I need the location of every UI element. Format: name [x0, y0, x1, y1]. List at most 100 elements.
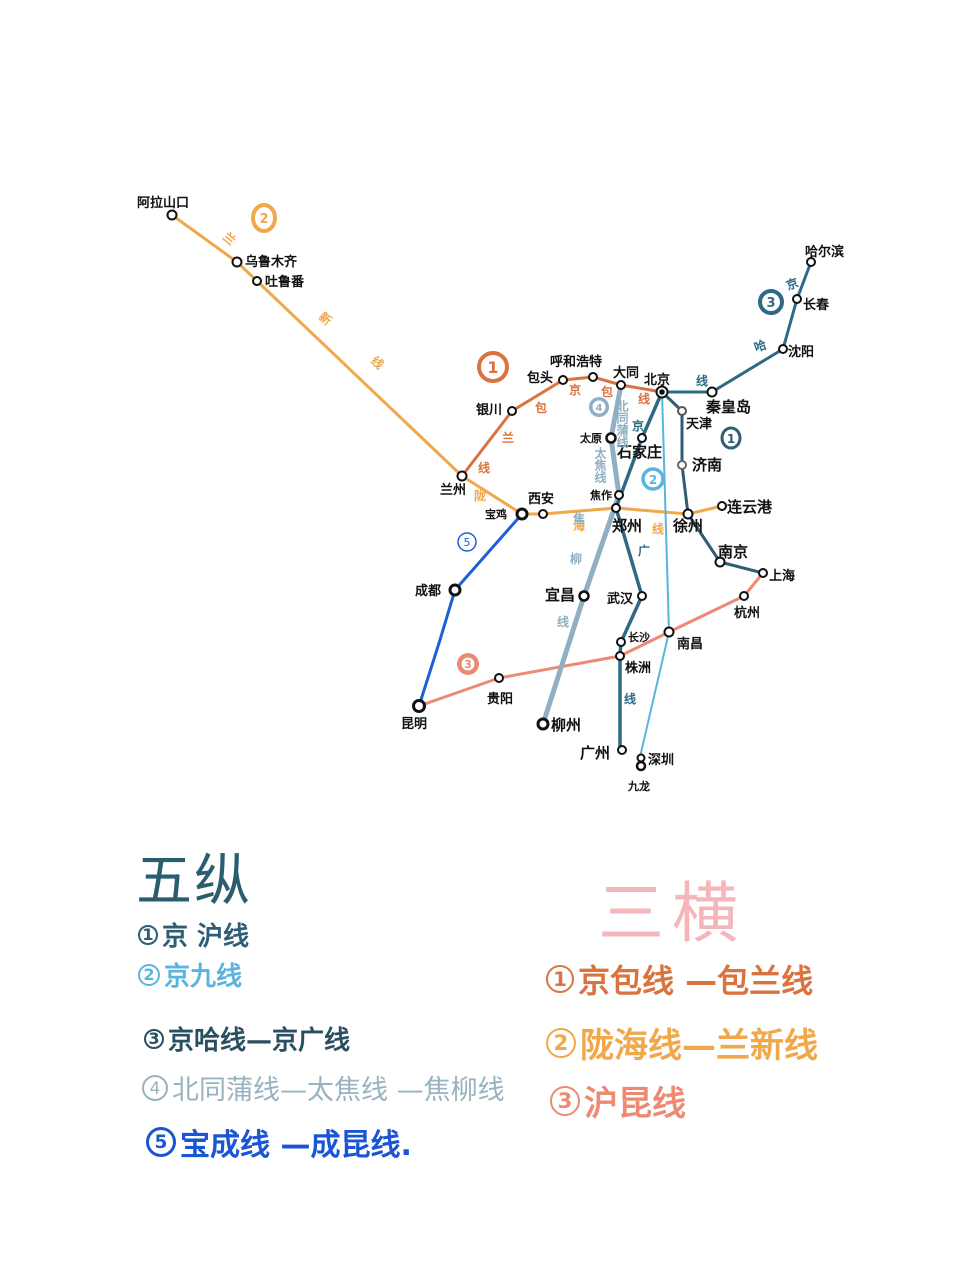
station-guangzhou	[617, 745, 627, 755]
label-kowloon: 九龙	[627, 779, 650, 793]
label-yichang: 宜昌	[545, 586, 575, 604]
label-jingbao-3: 线	[638, 391, 650, 406]
label-baolan-2: 兰	[502, 430, 514, 445]
station-liuzhou	[536, 717, 550, 731]
label-hohhot: 呼和浩特	[550, 354, 602, 370]
legend-heng-item-2: 2 陇海线—兰新线	[546, 1018, 818, 1067]
label-kunming: 昆明	[401, 716, 427, 732]
label-urumqi: 乌鲁木齐	[245, 254, 298, 270]
station-hohhot	[588, 372, 598, 382]
label-shenyang: 沈阳	[788, 344, 814, 360]
badge-heng-2: 2	[251, 203, 277, 233]
badge-zong-2: 2	[641, 467, 665, 491]
svg-text:3: 3	[766, 296, 775, 311]
label-longhai-2: 海	[573, 518, 585, 533]
num-badge-icon: 5	[146, 1127, 176, 1157]
legend-label: 京 沪线	[162, 922, 250, 952]
label-jingguang-3: 线	[624, 691, 636, 706]
label-changsha: 长沙	[628, 630, 650, 644]
legend-zong-item-4: 4 北同蒲线—太焦线 —焦柳线	[142, 1068, 505, 1107]
badge-zong-1: 1	[720, 426, 742, 450]
station-qinhuangdao	[706, 386, 718, 398]
line-jingbao-baolan	[460, 375, 664, 478]
label-jingguang-2: 广	[638, 543, 650, 558]
station-beijing-dot	[659, 389, 665, 395]
label-wuhan: 武汉	[607, 591, 634, 607]
label-jiaoliu-1: 焦	[572, 511, 585, 526]
station-turpan	[252, 276, 262, 286]
station-wuhan	[637, 591, 647, 601]
label-jingha-1: 京	[784, 275, 800, 293]
label-jingguang-1: 京	[632, 418, 644, 433]
station-lanzhou	[456, 470, 468, 482]
station-xuzhou	[682, 508, 694, 520]
label-lanxin-3: 线	[368, 353, 387, 372]
station-yinchuan	[507, 406, 517, 416]
label-nanchang: 南昌	[677, 636, 703, 652]
label-beijing: 北京	[644, 372, 670, 388]
station-datong	[616, 380, 626, 390]
legend-label: 京九线	[164, 962, 243, 992]
label-alashankou: 阿拉山口	[137, 195, 189, 211]
num-badge-icon: 3	[144, 1028, 164, 1049]
railway-map: 阿拉山口 乌鲁木齐 吐鲁番 兰州 银川 包头 呼和浩特 大同 北京 天津 秦皇岛…	[137, 195, 844, 793]
label-jiaozuo: 焦作	[589, 488, 612, 502]
label-taijiao: 太焦线	[593, 446, 607, 484]
line-hukun	[417, 571, 765, 708]
station-chengdu	[448, 583, 462, 597]
label-datong: 大同	[613, 365, 639, 381]
badge-zong-3: 3	[758, 289, 784, 315]
label-zhuzhou: 株洲	[625, 660, 651, 676]
label-shanghai: 上海	[769, 568, 795, 584]
label-lanxin-2: 新	[316, 309, 335, 328]
label-harbin: 哈尔滨	[805, 244, 844, 260]
svg-text:3: 3	[464, 658, 472, 671]
station-kunming	[412, 699, 426, 713]
label-baolan-1: 包	[534, 400, 547, 415]
label-jiaoliu-2: 柳	[570, 551, 582, 566]
station-alashankou	[166, 209, 178, 221]
label-zhengzhou: 郑州	[612, 517, 642, 535]
legend-zong-title: 五纵	[136, 849, 252, 914]
label-longhai-1: 陇	[474, 488, 486, 503]
num-badge-icon: 1	[138, 924, 158, 945]
legend-label: 北同蒲线—太焦线 —焦柳线	[172, 1075, 505, 1106]
station-shenzhen	[636, 753, 646, 763]
station-baotou	[558, 375, 568, 385]
label-qinhuangdao: 秦皇岛	[705, 398, 751, 416]
station-zhuzhou	[615, 651, 625, 661]
station-nanchang	[663, 626, 675, 638]
svg-text:2: 2	[259, 212, 268, 227]
legend-label: 沪昆线	[584, 1084, 686, 1124]
legend-label: 京哈线—京广线	[168, 1026, 351, 1056]
station-tianjin	[677, 406, 687, 416]
badge-heng-1: 1	[477, 351, 509, 383]
map-badges: 2 1 3 1 2 3 4 5	[251, 203, 784, 675]
legend-label: 京包线 —包兰线	[578, 962, 814, 1000]
station-kowloon	[635, 760, 647, 772]
label-hangzhou: 杭州	[734, 605, 760, 621]
label-baolan-3: 线	[478, 460, 490, 475]
station-nanjing	[714, 556, 726, 568]
label-chengdu: 成都	[415, 583, 441, 599]
svg-text:2: 2	[649, 473, 657, 487]
line-baocheng-chengkun	[417, 512, 524, 708]
station-shenyang	[778, 344, 788, 354]
station-jinan	[677, 460, 687, 470]
label-xuzhou: 徐州	[672, 517, 703, 535]
station-changsha	[616, 637, 626, 647]
legend-label: 陇海线—兰新线	[580, 1026, 818, 1066]
num-badge-icon: 3	[550, 1085, 580, 1116]
num-badge-icon: 2	[546, 1027, 576, 1058]
num-badge-icon: 2	[138, 963, 160, 986]
station-urumqi	[231, 256, 243, 268]
label-shenzhen: 深圳	[648, 752, 674, 768]
label-yinchuan: 银川	[476, 402, 502, 418]
station-changchun	[792, 294, 802, 304]
station-harbin	[806, 257, 816, 267]
badge-heng-3: 3	[457, 653, 479, 675]
station-shijiazhuang	[637, 433, 647, 443]
label-tianjin: 天津	[686, 416, 712, 432]
label-guiyang: 贵阳	[487, 691, 513, 707]
label-jingbao-1: 京	[569, 382, 581, 397]
